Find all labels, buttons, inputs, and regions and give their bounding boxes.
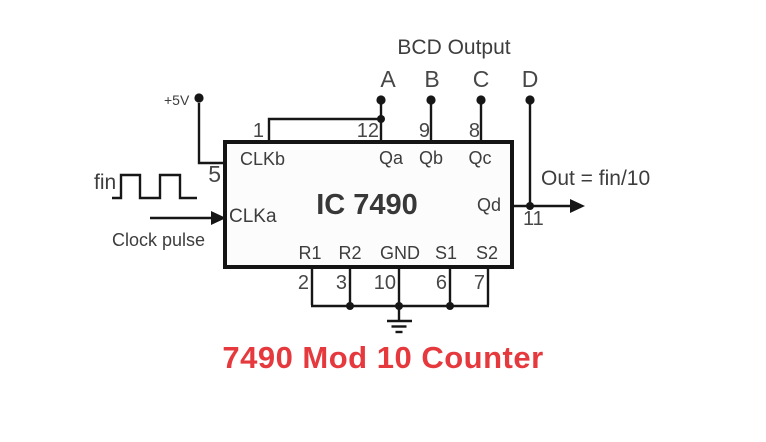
pin-12-number: 12 bbox=[356, 120, 379, 142]
pin-8-number: 8 bbox=[468, 120, 480, 142]
pin-9-number: 9 bbox=[418, 120, 430, 142]
ic-qc-label: Qc bbox=[468, 148, 492, 168]
fin-label: fin bbox=[94, 171, 117, 194]
ic-qd-label: Qd bbox=[476, 195, 502, 215]
ic-s2-label: S2 bbox=[475, 243, 499, 263]
ic-qa-label: Qa bbox=[378, 148, 404, 168]
output-a-label: A bbox=[380, 66, 396, 92]
pin-3-number: 3 bbox=[335, 272, 347, 294]
pin-11-number: 11 bbox=[523, 208, 544, 230]
clock-pulse-label: Clock pulse bbox=[112, 230, 206, 250]
ic-clka-label: CLKa bbox=[229, 206, 277, 227]
pin-1-number: 1 bbox=[252, 120, 264, 142]
bus-junction-dot-icon bbox=[446, 302, 454, 310]
output-c-label: C bbox=[472, 66, 490, 92]
ic-gnd-label: GND bbox=[380, 243, 420, 263]
diagram-title: 7490 Mod 10 Counter bbox=[222, 340, 544, 375]
pin-7-number: 7 bbox=[473, 272, 485, 294]
node-c-dot-icon bbox=[476, 95, 486, 105]
pin-5-number: 5 bbox=[208, 161, 221, 187]
ic-qb-label: Qb bbox=[418, 148, 444, 168]
pin-10-number: 10 bbox=[373, 272, 396, 294]
output-d-label: D bbox=[521, 66, 539, 92]
ic-r1-label: R1 bbox=[298, 243, 322, 263]
pin-6-number: 6 bbox=[435, 272, 447, 294]
vcc-label: +5V bbox=[164, 92, 190, 108]
square-wave-icon bbox=[112, 173, 197, 200]
bus-junction-dot-icon bbox=[346, 302, 354, 310]
pin-2-number: 2 bbox=[297, 272, 309, 294]
vcc-node-dot-icon bbox=[194, 93, 204, 103]
vcc-wire bbox=[197, 103, 224, 165]
ic-name-label: IC 7490 bbox=[316, 189, 418, 221]
ic-clkb-label: CLKb bbox=[240, 149, 286, 169]
bcd-output-label: BCD Output bbox=[397, 36, 511, 59]
ic-s1-label: S1 bbox=[434, 243, 458, 263]
out-equation-label: Out = fin/10 bbox=[541, 167, 651, 190]
ic-7490-box bbox=[223, 140, 514, 269]
node-b-dot-icon bbox=[426, 95, 436, 105]
node-a-dot-icon bbox=[376, 95, 386, 105]
output-arrowhead-icon bbox=[570, 199, 585, 213]
ic-r2-label: R2 bbox=[338, 243, 362, 263]
bus-junction-dot-icon bbox=[395, 302, 403, 310]
node-d-dot-icon bbox=[525, 95, 535, 105]
output-b-label: B bbox=[424, 66, 440, 92]
